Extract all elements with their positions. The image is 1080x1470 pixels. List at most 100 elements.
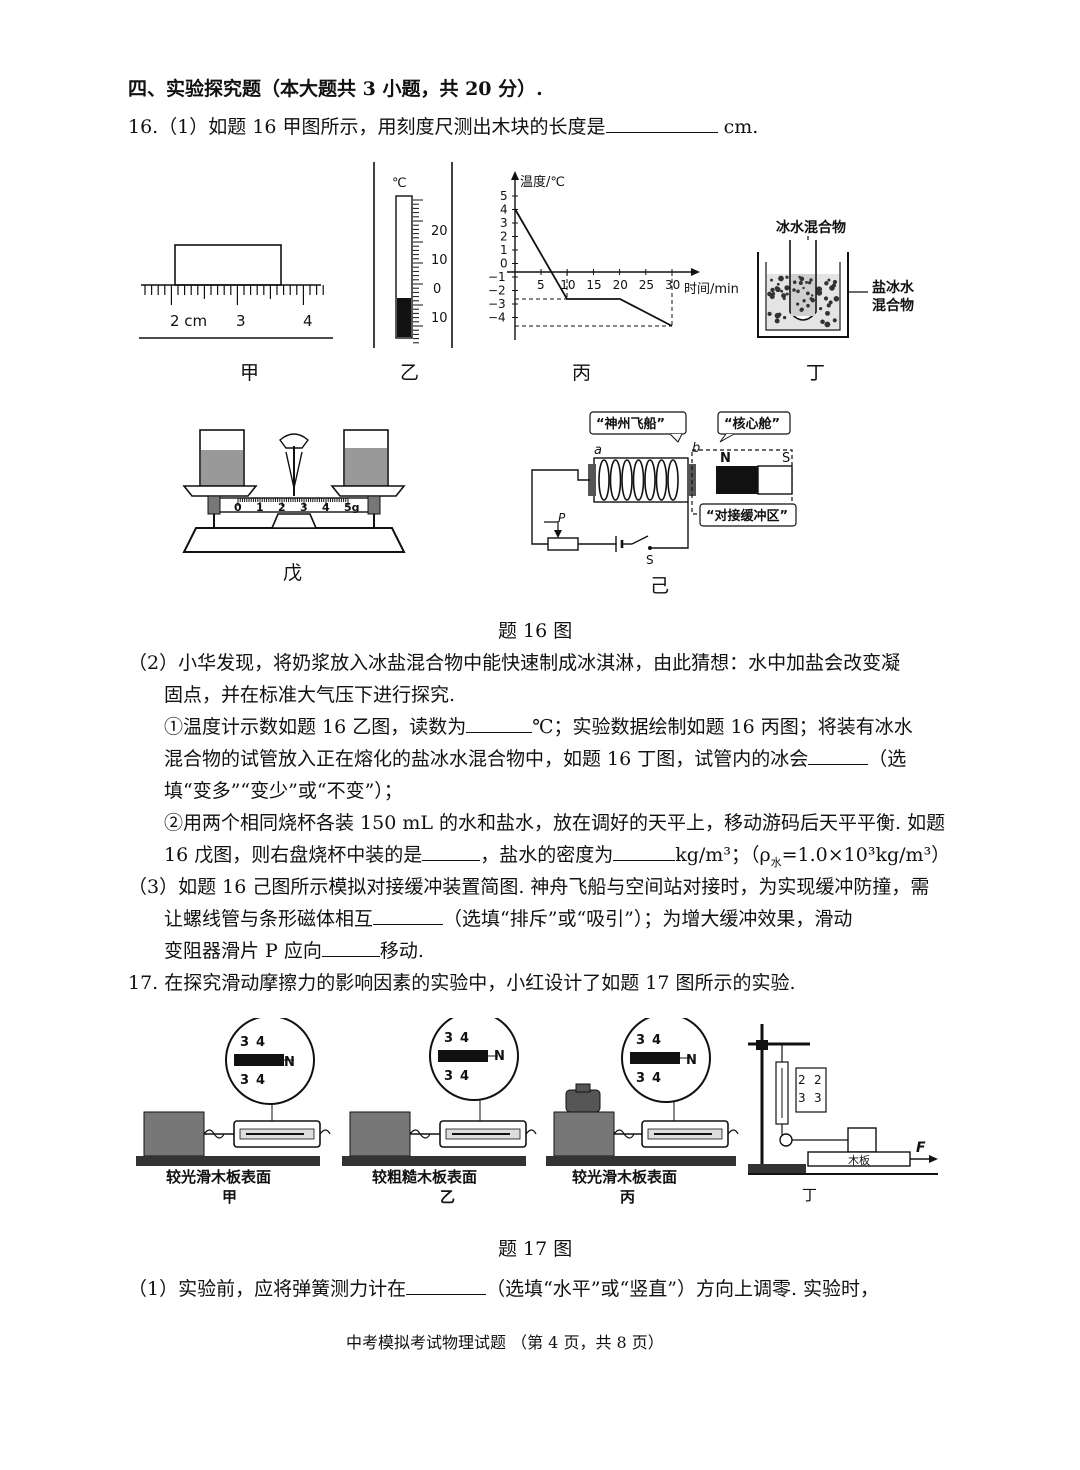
point-b: b (692, 441, 700, 456)
dial-num: 3 (798, 1091, 806, 1105)
magnet-n: N (720, 451, 731, 466)
callout-shenzhou: “神州飞船” (596, 416, 665, 432)
y-tick-label: −2 (488, 284, 506, 298)
q16-p2-line6: ②用两个相同烧杯各装 150 mL 的水和盐水，放在调好的天平上，移动游码后天平… (164, 812, 946, 834)
dial-num: 4 (460, 1031, 469, 1046)
coil-turn (655, 459, 668, 501)
dial-n: N (686, 1053, 697, 1068)
dial-num: 3 (240, 1035, 249, 1050)
fig-caption-ding: 丁 (806, 362, 826, 384)
beam-label: 0 (234, 501, 242, 514)
thermo-label: 0 (433, 282, 441, 297)
fig-caption: 丙 (620, 1188, 635, 1206)
ice-particle (824, 321, 831, 328)
ice-particle (802, 299, 806, 303)
beam-label: 1 (256, 501, 264, 514)
beam-label: 2 (278, 501, 286, 514)
ruler-label: 3 (236, 312, 246, 330)
answer-blank[interactable] (613, 842, 676, 861)
ruler-label: 2 cm (170, 312, 207, 330)
callout-buffer-zone: “对接缓冲区” (706, 508, 788, 524)
thermo-label: 20 (431, 224, 448, 239)
y-tick-label: −4 (488, 311, 506, 325)
setup-yi: N 较粗糙木板表面 乙 (342, 1018, 537, 1206)
rheostat (547, 537, 579, 551)
q16-p3-line3: 变阻器滑片 P 应向移动. (164, 938, 424, 962)
ice-particle (774, 318, 780, 324)
ruler-label: 4 (303, 312, 313, 330)
coil-turn (621, 459, 633, 501)
ice-particle (774, 312, 781, 319)
x-tick-label: 20 (613, 278, 628, 292)
thermometer-figure: ℃ 20 10 0 10 (373, 162, 453, 348)
ice-particle (781, 293, 787, 299)
dial-num: 3 (444, 1031, 453, 1046)
dial-num: 3 (636, 1071, 645, 1086)
mercury-column (397, 298, 411, 337)
ice-particle (811, 299, 815, 303)
ice-particle (805, 280, 808, 284)
fig-caption-yi: 乙 (400, 362, 420, 384)
ice-particle (826, 303, 831, 308)
answer-blank[interactable] (466, 714, 533, 733)
coil-turn (598, 459, 610, 501)
ice-particle (767, 291, 772, 297)
ice-particle (823, 296, 829, 301)
ice-particle (792, 288, 796, 292)
fig-caption: 甲 (222, 1188, 237, 1206)
y-tick-label: 1 (500, 243, 508, 257)
ice-particle (818, 307, 823, 311)
dial-n: N (284, 1055, 295, 1070)
answer-blank[interactable] (808, 746, 869, 765)
beaker-testtube-figure: 冰水混合物 盐冰水 混合物 (757, 219, 915, 338)
dial-num: 3 (444, 1069, 453, 1084)
docking-circuit-figure: “神州飞船” “核心舱” a b N S “对接缓冲区” P S (531, 411, 797, 567)
ice-particle (824, 281, 829, 286)
board-label: 木板 (848, 1153, 870, 1167)
callout-core-module: “核心舱” (724, 416, 780, 432)
dial-num: 4 (652, 1033, 661, 1048)
answer-blank[interactable] (422, 842, 481, 861)
answer-blank[interactable] (373, 906, 444, 925)
graph-curve (514, 208, 673, 327)
y-tick-label: 0 (500, 257, 508, 271)
fig-caption-ji: 己 (650, 575, 670, 597)
ice-particle (810, 294, 814, 297)
surface-label: 较光滑木板表面 (572, 1168, 677, 1186)
ice-particle (796, 289, 800, 294)
answer-blank[interactable] (406, 1276, 487, 1295)
ice-particle (796, 302, 800, 306)
x-tick-label: 25 (639, 278, 654, 292)
answer-blank[interactable] (605, 114, 718, 133)
coil-turn (632, 459, 645, 501)
x-tick-label: 30 (665, 278, 680, 292)
graph-xlabel: 时间/min (684, 282, 739, 297)
q16-p2-line1: （2）小华发现，将奶浆放入冰盐混合物中能快速制成冰淇淋，由此猜想：水中加盐会改变… (128, 652, 901, 674)
answer-blank[interactable] (321, 938, 380, 957)
q16-p2-line3: ①温度计示数如题 16 乙图，读数为℃；实验数据绘制如题 16 丙图；将装有冰水 (164, 714, 913, 738)
fig-caption-jia: 甲 (240, 362, 260, 384)
ice-particle (778, 275, 784, 282)
ice-particle (798, 275, 801, 279)
right-beaker-liquid (345, 448, 387, 485)
coil-turn (609, 459, 622, 501)
q16-part1: 16.（1）如题 16 甲图所示，用刻度尺测出木块的长度是 cm. (128, 114, 759, 138)
ice-particle (832, 279, 838, 285)
ice-particle (807, 281, 812, 285)
ice-particle (770, 287, 775, 293)
fig17-caption: 题 17 图 (498, 1238, 573, 1260)
friction-figure: N 较光滑木板表面 甲 N 较粗糙木板表面 乙 N 较光滑木板表面 丙 (136, 1018, 938, 1206)
graph-ylabel: 温度/℃ (520, 174, 565, 190)
switch-s: S (646, 553, 654, 567)
setup-jia: N 较光滑木板表面 甲 (136, 1018, 331, 1206)
beam-label: 3 (300, 501, 308, 514)
label-mixture: 混合物 (872, 297, 914, 314)
y-tick-label: −1 (488, 270, 506, 284)
bar-magnet (716, 466, 758, 494)
magnet-s: S (782, 451, 790, 466)
switch (631, 535, 649, 545)
ice-particle (805, 291, 810, 296)
ice-particle (828, 300, 833, 305)
q17-intro: 17. 在探究滑动摩擦力的影响因素的实验中，小红设计了如题 17 图所示的实验. (128, 972, 796, 994)
ice-particle (792, 280, 797, 284)
